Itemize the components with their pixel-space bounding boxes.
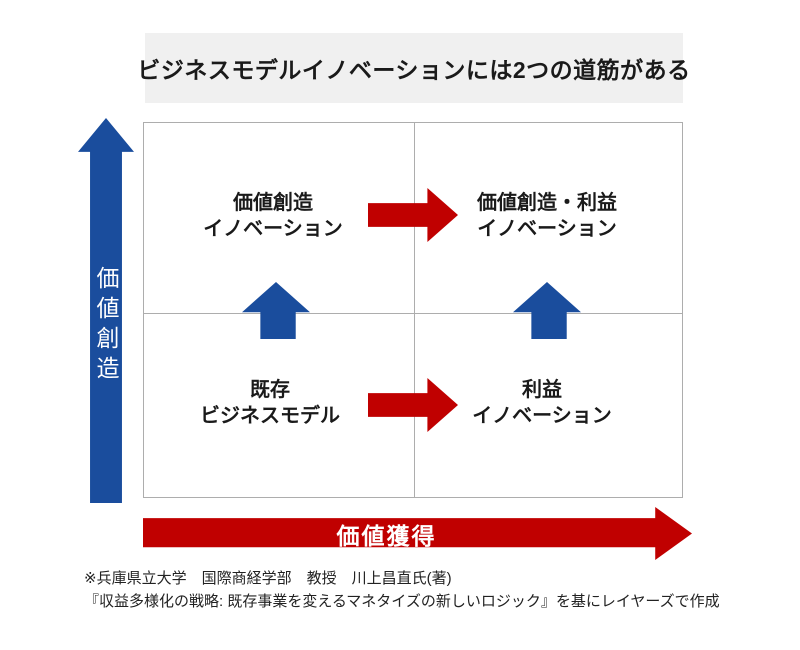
y-axis-label: 価値創造 [93,265,119,386]
grid-horizontal-divider [144,313,682,314]
quadrant-top-right-label: 価値創造・利益 イノベーション [427,190,667,242]
source-attribution: ※兵庫県立大学 国際商経学部 教授 川上昌直氏(著) 『収益多様化の戦略: 既存… [84,568,764,613]
quadrant-top-right-line1: 価値創造・利益 [477,192,617,214]
quadrant-bottom-right-line1: 利益 [522,379,562,401]
grid-vertical-divider [414,123,415,497]
quadrant-bottom-right-label: 利益 イノベーション [422,377,662,429]
diagram-title-bar: ビジネスモデルイノベーションには2つの道筋がある [137,33,690,103]
source-attribution-line2: 『収益多様化の戦略: 既存事業を変えるマネタイズの新しいロジック』を基にレイヤー… [84,592,720,610]
y-axis-arrow-icon: 価値創造 [78,118,134,503]
matrix-grid [143,122,683,498]
quadrant-bottom-left-line1: 既存 [250,379,290,401]
quadrant-top-left-label: 価値創造 イノベーション [153,190,393,242]
quadrant-top-right-line2: イノベーション [477,218,617,240]
x-axis-label: 価値獲得 [336,522,437,549]
quadrant-bottom-left-label: 既存 ビジネスモデル [150,377,390,429]
x-axis-arrow-icon: 価値獲得 [143,507,692,560]
quadrant-top-left-line1: 価値創造 [233,192,313,214]
quadrant-bottom-left-line2: ビジネスモデル [200,405,340,427]
quadrant-top-left-line2: イノベーション [203,218,343,240]
quadrant-bottom-right-line2: イノベーション [472,405,612,427]
diagram-title-text: ビジネスモデルイノベーションには2つの道筋がある [137,57,691,83]
source-attribution-line1: ※兵庫県立大学 国際商経学部 教授 川上昌直氏(著) [84,570,452,587]
